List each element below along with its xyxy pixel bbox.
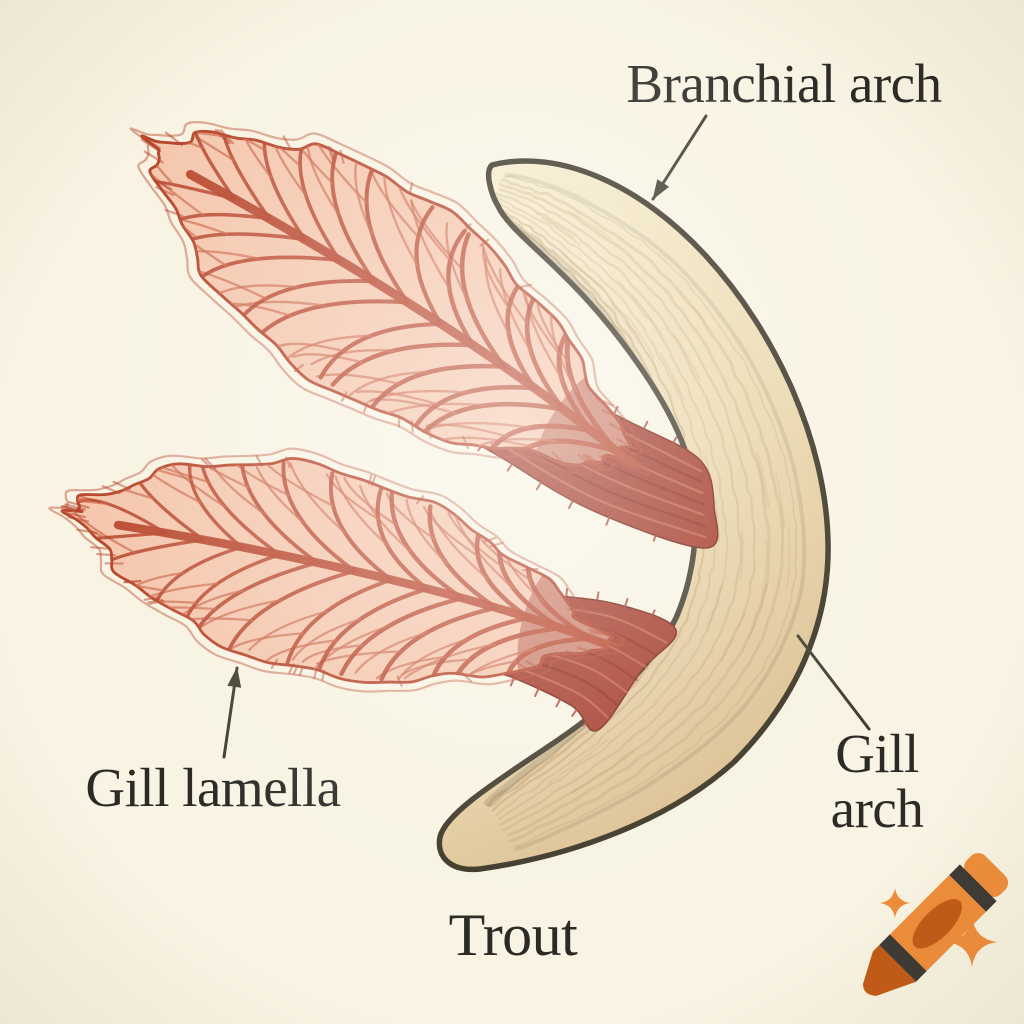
gill-lamella-arrow [222,666,242,759]
branchial-arch-arrow [651,114,708,201]
gill-arch-label-line1: Gill [835,723,919,784]
annotation-arrows [222,114,871,759]
gill-arch-label-line2: arch [830,778,924,839]
branchial-arch-label: Branchial arch [626,53,942,114]
sparkle-icon [947,917,997,967]
gill-arch-leader-line [796,634,871,731]
trout-caption: Trout [448,902,578,968]
sparkle-icon [880,888,910,918]
gill-lamella-label: Gill lamella [85,757,341,818]
crayon-logo [862,852,1009,996]
gill-arch-label: Gill arch [831,726,924,836]
crayon-icon [862,852,1009,996]
